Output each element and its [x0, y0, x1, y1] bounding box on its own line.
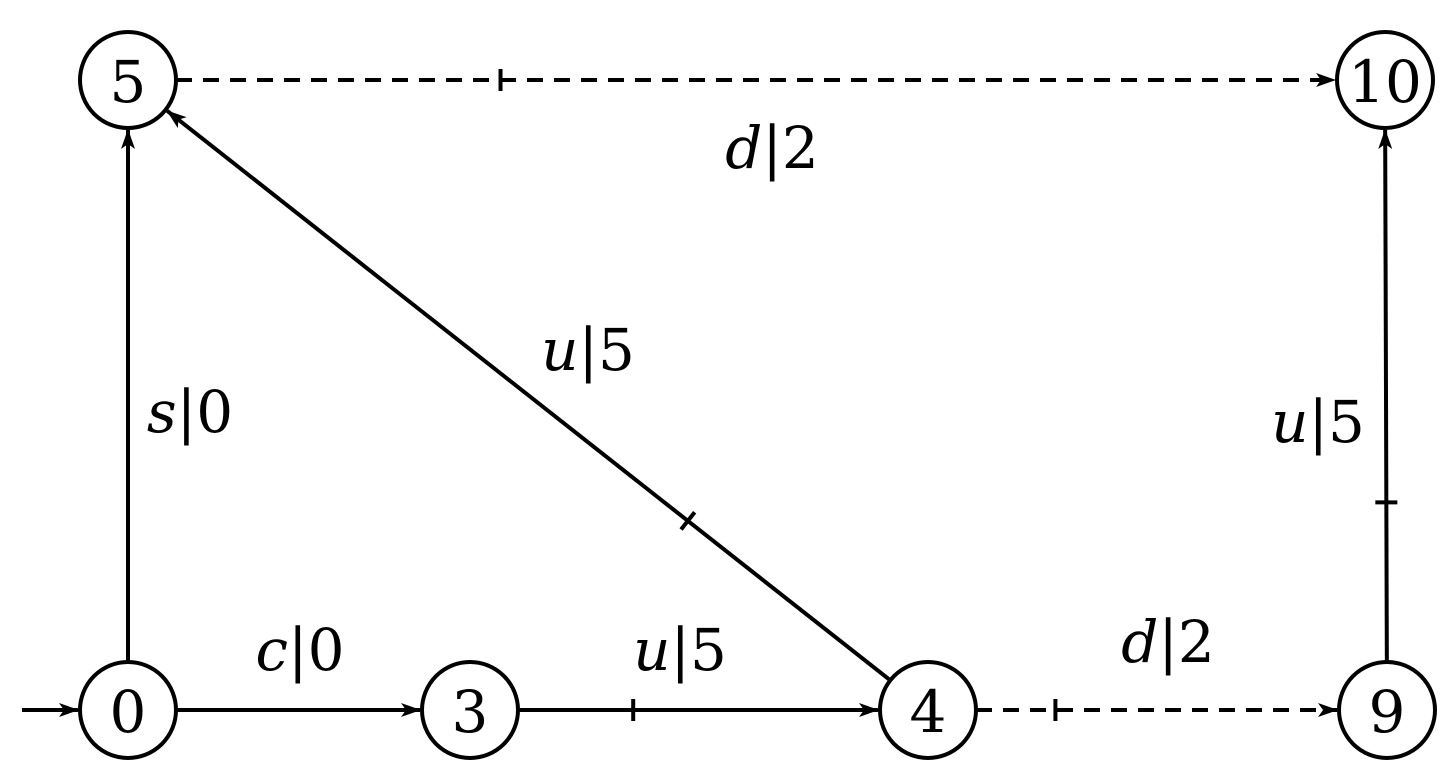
state-circle: [78, 30, 178, 130]
edge-label-n0-n5: s|0: [147, 378, 233, 446]
state-label: 4: [910, 678, 947, 746]
state-circle: [1337, 660, 1437, 760]
edge-separator: |: [670, 616, 690, 684]
edge-label-n0-n3: c|0: [256, 616, 345, 684]
state-label: 5: [110, 48, 147, 116]
state-circle: [1335, 30, 1435, 130]
edge-symbol: d: [725, 114, 762, 182]
state-node-10: 10: [1335, 30, 1435, 130]
edge-separator: |: [1158, 608, 1178, 676]
state-label: 10: [1348, 48, 1422, 116]
edge-n4-n5: [166, 109, 892, 682]
edge-value: 2: [782, 114, 819, 182]
state-node-9: 9: [1337, 660, 1437, 760]
state-circle: [78, 660, 178, 760]
edge-label-n5-n10: d|2: [725, 114, 819, 182]
edge-value: 5: [1328, 388, 1365, 456]
edge-separator: |: [1308, 388, 1328, 456]
edge-symbol: c: [256, 616, 288, 684]
edge-separator: |: [177, 378, 197, 446]
state-circle: [878, 660, 978, 760]
state-label: 9: [1369, 678, 1406, 746]
edge-value: 0: [196, 378, 233, 446]
state-node-4: 4: [878, 660, 978, 760]
edge-label-n4-n5: u|5: [541, 316, 635, 384]
edge-separator: |: [578, 316, 598, 384]
edge-symbol: u: [541, 316, 578, 384]
edge-value: 5: [598, 316, 635, 384]
edge-separator: |: [762, 114, 782, 182]
edge-value: 0: [308, 616, 345, 684]
edge-symbol: u: [1271, 388, 1308, 456]
state-node-0: 0: [78, 660, 178, 760]
edge-symbol: s: [147, 378, 177, 446]
edge-label-n4-n9: d|2: [1121, 608, 1215, 676]
state-circle: [420, 660, 520, 760]
state-node-3: 3: [420, 660, 520, 760]
edges-layer: [22, 69, 1398, 721]
state-node-5: 5: [78, 30, 178, 130]
edge-symbol: d: [1121, 608, 1158, 676]
edge-label-n3-n4: u|5: [633, 616, 727, 684]
edge-value: 2: [1178, 608, 1215, 676]
edge-value: 5: [690, 616, 727, 684]
nodes-layer: 0 3 4 9 5 10: [78, 30, 1437, 760]
edge-tick-n4-n5: [679, 511, 697, 531]
edge-symbol: u: [633, 616, 670, 684]
edge-label-n9-n10: u|5: [1271, 388, 1365, 456]
state-label: 3: [452, 678, 489, 746]
edge-n9-n10: [1378, 128, 1393, 663]
edge-separator: |: [288, 616, 308, 684]
state-label: 0: [110, 678, 147, 746]
